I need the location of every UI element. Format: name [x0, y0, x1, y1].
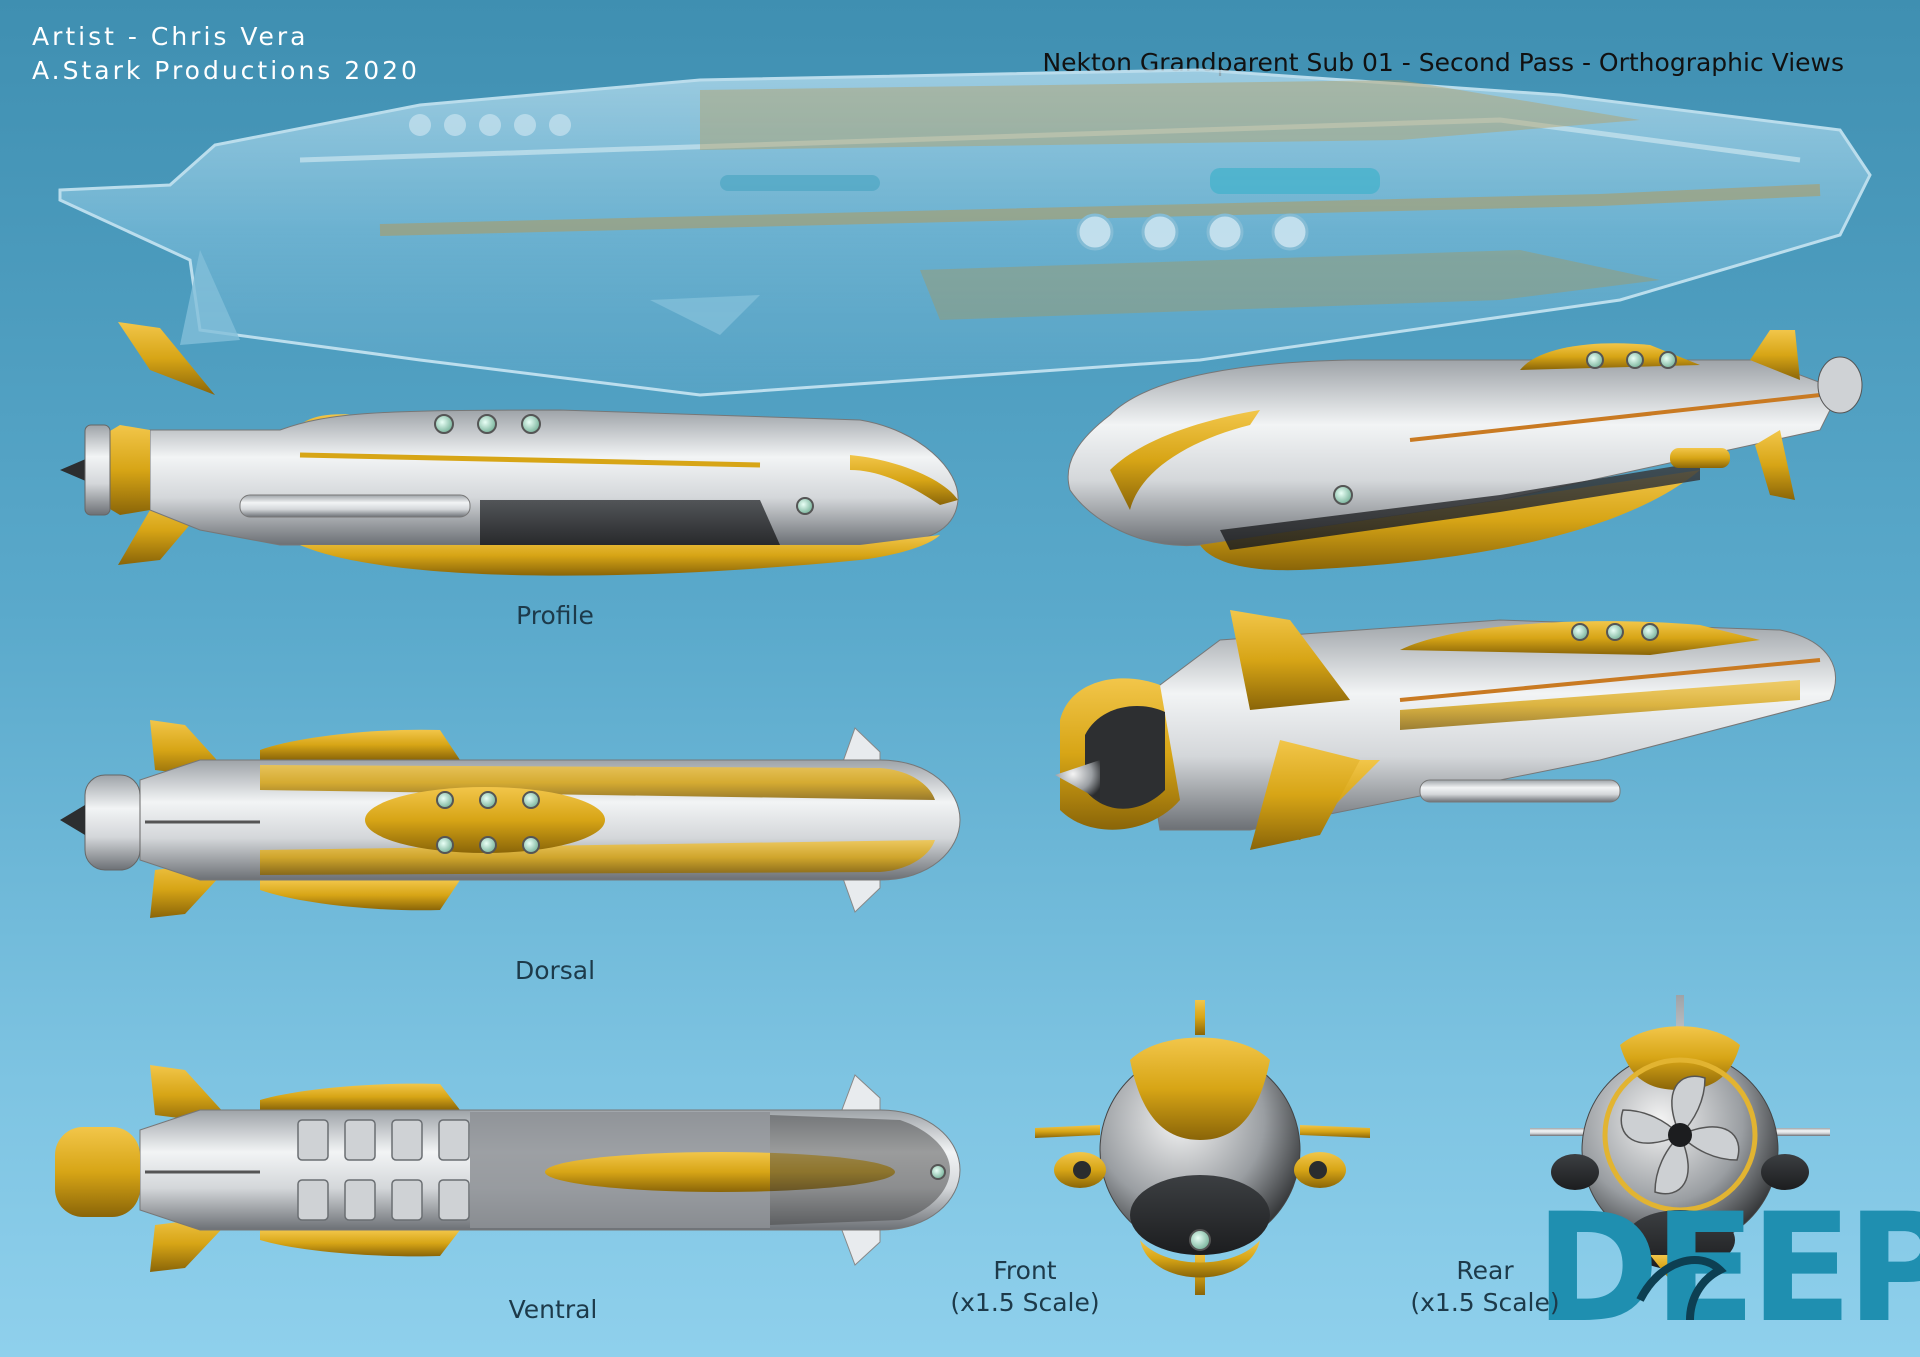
rear-label-name: Rear	[1456, 1256, 1514, 1285]
front-view-submarine	[1035, 1000, 1370, 1295]
front-label: Front (x1.5 Scale)	[935, 1255, 1115, 1319]
rear-label-scale: (x1.5 Scale)	[1410, 1288, 1560, 1317]
deep-logo: DEEP	[1535, 1182, 1920, 1356]
front-label-scale: (x1.5 Scale)	[950, 1288, 1100, 1317]
rear-view-submarine	[1530, 995, 1830, 1295]
perspective-view-front	[1067, 330, 1863, 571]
ventral-view-submarine	[55, 1065, 961, 1272]
profile-label: Profile	[516, 601, 594, 630]
perspective-view-rear	[1055, 610, 1836, 850]
rear-label: Rear (x1.5 Scale)	[1395, 1255, 1575, 1319]
front-label-name: Front	[993, 1256, 1057, 1285]
ventral-label: Ventral	[508, 1295, 598, 1324]
artist-credit: Artist - Chris Vera	[32, 22, 309, 51]
dorsal-label: Dorsal	[514, 956, 596, 985]
studio-credit: A.Stark Productions 2020	[32, 56, 420, 85]
deep-logo-text: DEEP	[1535, 1182, 1920, 1356]
dorsal-view-submarine	[60, 720, 961, 918]
ghost-submarine-illustration	[58, 68, 1872, 397]
profile-view-submarine	[60, 322, 959, 576]
